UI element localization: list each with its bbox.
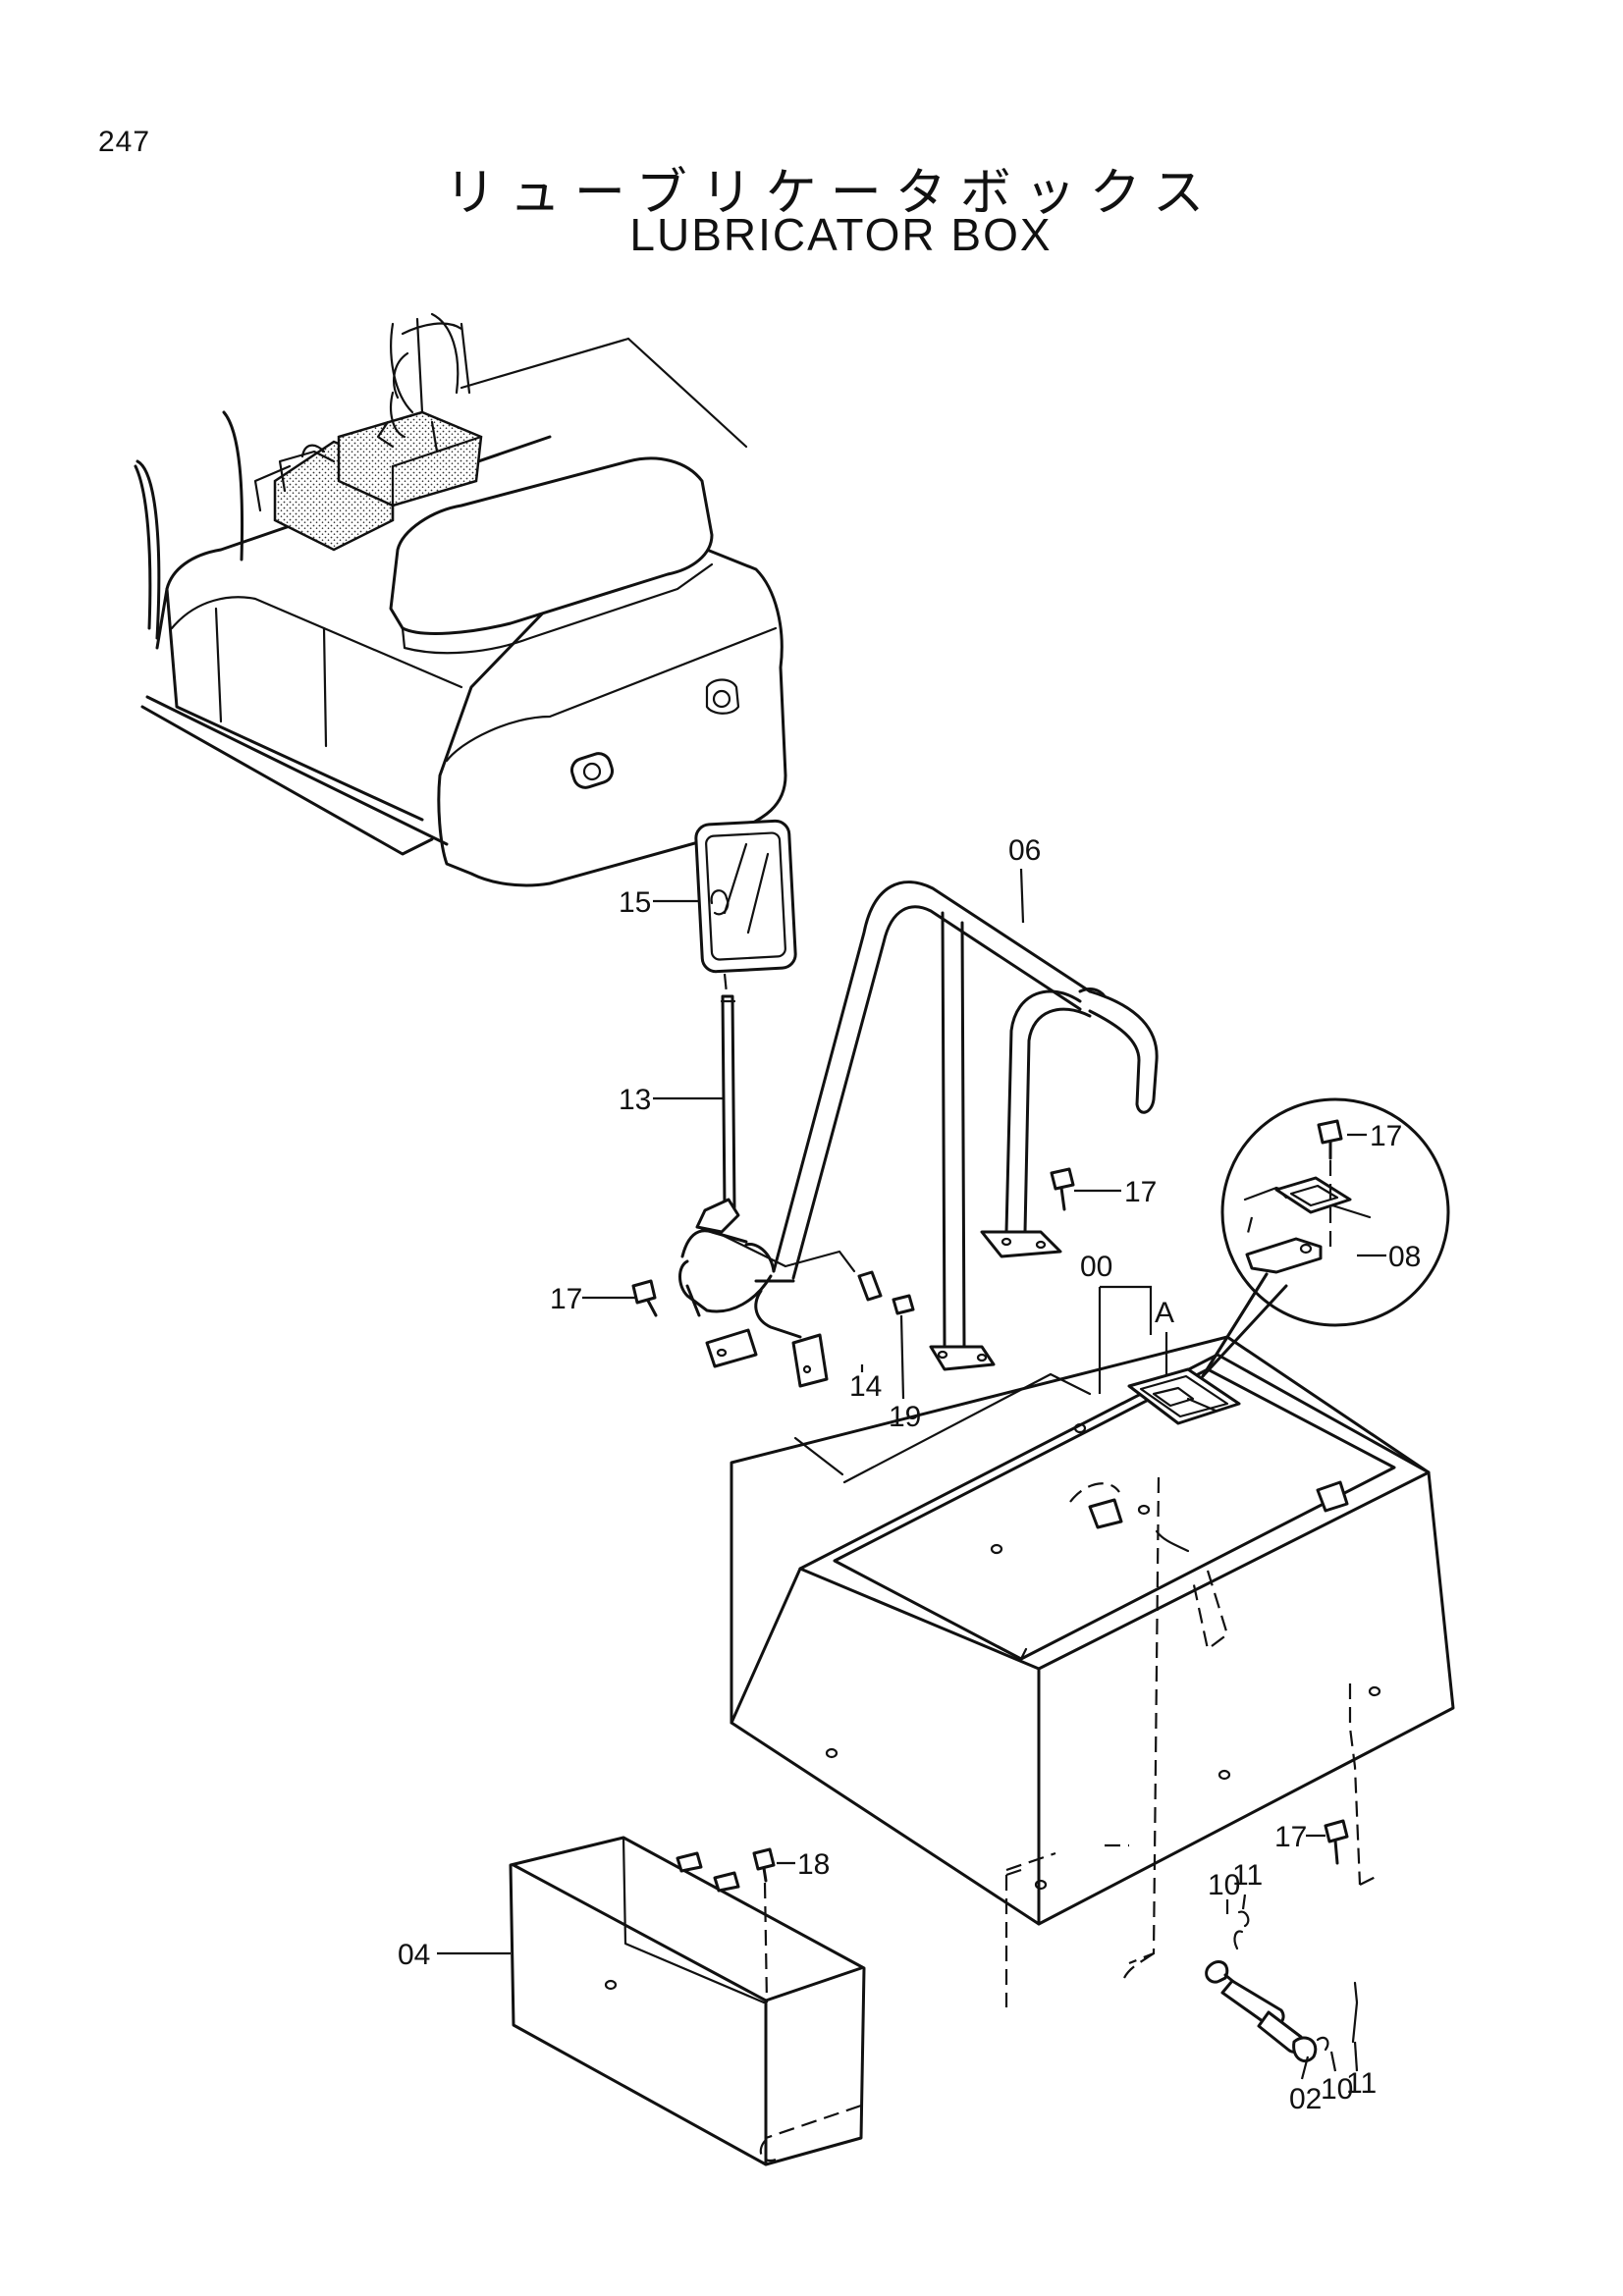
page-number: 247 [98,126,151,158]
callout-17: 17 [1370,1120,1402,1152]
mirror-part-15 [694,819,797,994]
callout-detail-a: A [1155,1297,1174,1329]
callout-leaders [437,868,1386,2080]
callout-15: 15 [619,886,651,919]
callout-02: 02 [1289,2083,1322,2115]
machine-overview-illustration [134,312,787,887]
callout-00: 00 [1080,1251,1112,1283]
page-title-japanese: リューブリケータボックス [444,164,1218,223]
callout-13: 13 [619,1084,651,1116]
callout-17: 17 [550,1283,582,1315]
callout-06: 06 [1008,834,1041,867]
bolt-part-17 [631,1279,658,1317]
callout-10: 10 [1321,2073,1353,2106]
callout-08: 08 [1388,1241,1421,1273]
bolt-part-17 [1050,1167,1075,1211]
bolt-part-17 [1324,1819,1349,1865]
callout-10: 10 [1208,1869,1240,1901]
detail-a-inset [1201,1097,1450,1378]
callout-19: 19 [889,1401,921,1433]
page-title: LUBRICATOR BOX [629,209,1053,260]
handrail-part-06 [678,881,1159,1388]
callout-11: 11 [1346,2067,1377,2100]
bolt-part-18 [752,1847,776,2003]
lubricator-box-part-00 [730,1335,1455,2007]
callout-04: 04 [398,1939,430,1971]
callout-11: 11 [1232,1859,1263,1892]
callout-18: 18 [797,1848,830,1881]
drawer-part-04 [509,1836,866,2166]
callout-14: 14 [849,1370,882,1403]
gas-spring-part-02 [1205,1910,1359,2062]
bolt-part-19 [892,1294,915,1315]
callout-labels: 06 15 13 17 17 08 00 A 17 14 19 18 04 17… [398,834,1421,2115]
callout-17: 17 [1274,1821,1307,1853]
mirror-stay-part-13 [695,994,740,1234]
callout-17: 17 [1124,1176,1157,1208]
